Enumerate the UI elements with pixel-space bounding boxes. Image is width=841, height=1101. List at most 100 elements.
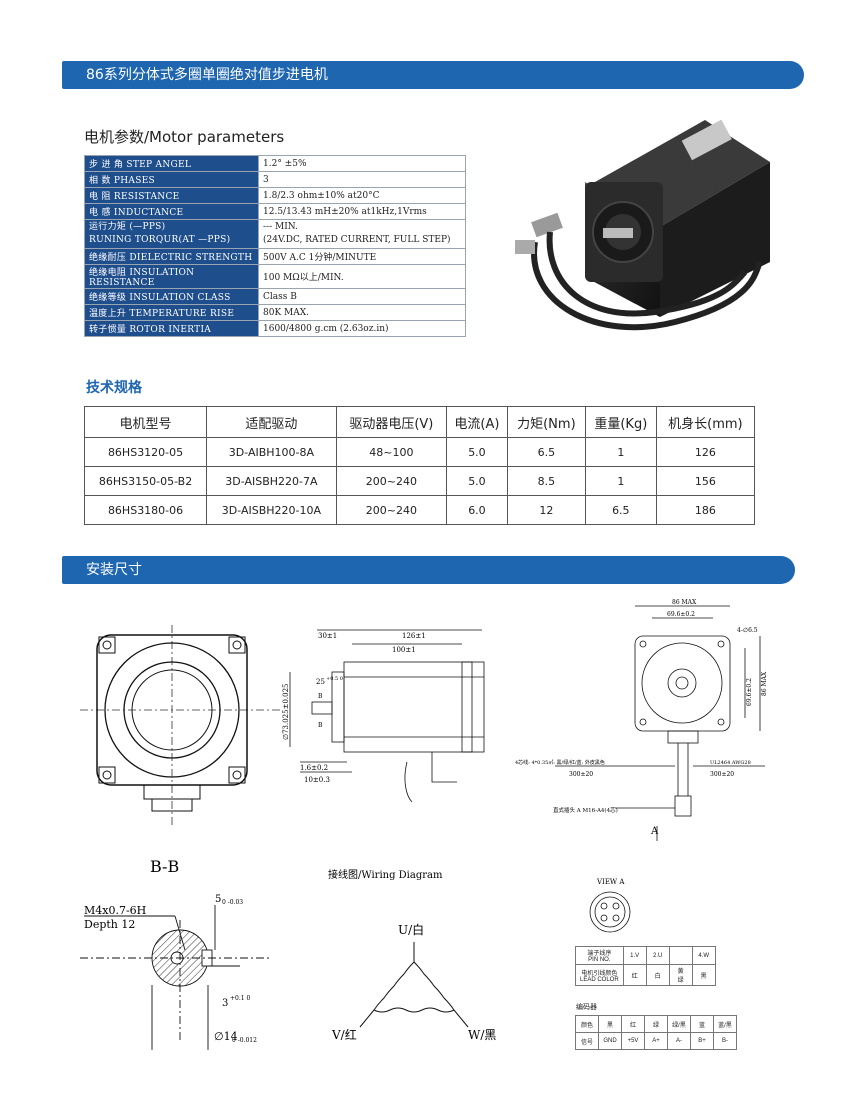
- param-value-text: 12.5/13.43 mH±20% at1kHz,1Vrms: [263, 206, 427, 217]
- row-cell: 1.V: [622, 946, 647, 965]
- spec-cell: 48~100: [335, 437, 448, 467]
- spec-header: 适配驱动: [206, 406, 337, 438]
- wire-ul-label: UL2464 AWG28: [710, 760, 751, 766]
- param-row: 转子惯量 ROTOR INERTIA 1600/4800 g.cm (2.63oz…: [84, 320, 466, 337]
- spec-cell: 3D-AISBH220-10A: [206, 495, 337, 525]
- depth-spec: Depth 12: [84, 918, 135, 931]
- param-key: 电 感 INDUCTANCE: [84, 203, 259, 220]
- row-cell: B-: [713, 1032, 737, 1050]
- dim-86max: 86 MAX: [672, 599, 697, 606]
- row-cell: A+: [644, 1032, 668, 1050]
- mark-a: A: [650, 826, 659, 837]
- param-key-text: 转子惯量 ROTOR INERTIA: [89, 325, 212, 335]
- spec-header: 力矩(Nm): [506, 406, 586, 438]
- param-value: Class B: [258, 288, 466, 305]
- side-view-drawing: 30±1 126±1 100±1 25 +0.5 0 ∅73.025±0.025…: [282, 629, 485, 803]
- dim-86max-side: 86 MAX: [761, 671, 768, 696]
- param-value-text: 3: [263, 174, 269, 185]
- param-key: 温度上升 TEMPERATURE RISE: [84, 304, 259, 321]
- param-key: 绝缘耐压 DIELECTRIC STRENGTH: [84, 248, 259, 265]
- spec-cell: 200~240: [335, 466, 448, 496]
- dim-25-tol: +0.5 0: [326, 676, 343, 682]
- bb-section-drawing: B-B M4x0.7-6H Depth 12 5 0 -0.03 3 +0.1 …: [80, 857, 270, 1050]
- spec-cell: 3D-AIBH100-8A: [206, 437, 337, 467]
- bb-title: B-B: [150, 857, 179, 876]
- end-view-drawing: 86 MAX 69.6±0.2 4-∅6.5 69.6±0.2 86 MAX 4…: [515, 599, 768, 841]
- dim-5: 5: [215, 894, 221, 905]
- param-key: 绝缘等级 INSULATION CLASS: [84, 288, 259, 305]
- row-header: 颜色: [575, 1015, 599, 1033]
- row-cell: 黑: [598, 1015, 622, 1033]
- pin-row: 颜色黑红绿绿/黑蓝蓝/黑: [575, 1015, 737, 1033]
- param-key: 运行力矩 (—PPS) RUNING TORQUR(AT —PPS): [84, 219, 259, 249]
- param-row: 电 感 INDUCTANCE 12.5/13.43 mH±20% at1kHz,1…: [84, 203, 466, 220]
- param-value: 1600/4800 g.cm (2.63oz.in): [258, 320, 466, 337]
- dim-3: 3: [222, 998, 228, 1009]
- top-banner-title: 86系列分体式多圈单圈绝对值步进电机: [86, 67, 328, 83]
- wire4-label: 4芯线: 4*0.35㎡: 黑/绿/红/蓝: 外皮黑色: [515, 759, 605, 766]
- row-header: 电机引线颜色 LEAD COLOR: [575, 964, 624, 986]
- param-value-text: 80K MAX.: [263, 307, 310, 318]
- row-cell: 白: [645, 964, 670, 986]
- row-cell: GND: [598, 1032, 622, 1050]
- param-row: 运行力矩 (—PPS) RUNING TORQUR(AT —PPS) --- MIN…: [84, 219, 466, 249]
- param-key-text: 相 数 PHASES: [89, 176, 156, 186]
- param-key-text: 电 阻 RESISTANCE: [89, 192, 180, 202]
- param-row: 温度上升 TEMPERATURE RISE 80K MAX.: [84, 304, 466, 321]
- spec-header: 电流(A): [446, 406, 508, 438]
- view-a-drawing: VIEW A: [589, 878, 631, 933]
- param-value-text: 500V A.C 1分钟/MINUTE: [263, 253, 377, 263]
- wiring-diagram: 接线图/Wiring Diagram U/白 V/红 W/黑: [328, 868, 496, 1042]
- spec-cell: 6.0: [446, 495, 508, 525]
- install-banner: 安装尺寸: [62, 556, 795, 584]
- param-key-text-2: RUNING TORQUR(AT —PPS): [89, 235, 231, 245]
- param-key: 电 阻 RESISTANCE: [84, 187, 259, 204]
- param-row: 电 阻 RESISTANCE 1.8/2.3 ohm±10% at20°C: [84, 187, 466, 204]
- param-key-text: 绝缘耐压 DIELECTRIC STRENGTH: [89, 253, 253, 263]
- spec-cell: 186: [655, 495, 756, 525]
- param-value-text: 100 MΩ以上/MIN.: [263, 273, 344, 283]
- dim-3-tol: +0.1 0: [230, 995, 250, 1002]
- spec-cell: 5.0: [446, 437, 508, 467]
- param-key: 转子惯量 ROTOR INERTIA: [84, 320, 259, 337]
- row-cell: 黑: [691, 964, 716, 986]
- param-key-text: 绝缘等级 INSULATION CLASS: [89, 293, 231, 303]
- param-value: 12.5/13.43 mH±20% at1kHz,1Vrms: [258, 203, 466, 220]
- row-cell: 红: [621, 1015, 645, 1033]
- hole-spec: 4-∅6.5: [737, 627, 758, 634]
- spec-cell: 156: [655, 466, 756, 496]
- view-a-title: VIEW A: [596, 878, 625, 886]
- dim-14: ∅14: [214, 1030, 238, 1043]
- param-value-text: 1600/4800 g.cm (2.63oz.in): [263, 323, 389, 334]
- front-view-drawing: [80, 625, 280, 825]
- dim-69-6-side: 69.6±0.2: [746, 678, 753, 706]
- dim-126: 126±1: [402, 632, 426, 640]
- mark-b-bot: B: [318, 722, 323, 729]
- spec-cell: 1: [584, 437, 657, 467]
- param-value-text: 1.8/2.3 ohm±10% at20°C: [263, 190, 380, 201]
- param-value: 500V A.C 1分钟/MINUTE: [258, 248, 466, 265]
- param-key-text: 运行力矩 (—PPS): [89, 222, 166, 232]
- dim-10: 10±0.3: [304, 776, 330, 784]
- dim-dia: ∅73.025±0.025: [282, 684, 290, 741]
- spec-cell: 3D-AISBH220-7A: [206, 466, 337, 496]
- param-row: 绝缘等级 INSULATION CLASS Class B: [84, 288, 466, 305]
- tech-specs-table: 电机型号适配驱动驱动器电压(V)电流(A)力矩(Nm)重量(Kg)机身长(mm)…: [83, 406, 756, 525]
- spec-header: 驱动器电压(V): [335, 406, 448, 438]
- param-value: 3: [258, 171, 466, 188]
- param-value-text: --- MIN.: [263, 222, 298, 232]
- row-cell: 蓝: [690, 1015, 714, 1033]
- param-value: --- MIN.(24V.DC, RATED CURRENT, FULL STE…: [258, 219, 466, 249]
- top-banner: 86系列分体式多圈单圈绝对值步进电机: [62, 61, 804, 89]
- dim-69-6-top: 69.6±0.2: [667, 611, 695, 618]
- install-banner-title: 安装尺寸: [86, 562, 142, 578]
- row-cell: B+: [690, 1032, 714, 1050]
- connector-label: 直式插头 A M16-A4(4芯): [553, 806, 618, 814]
